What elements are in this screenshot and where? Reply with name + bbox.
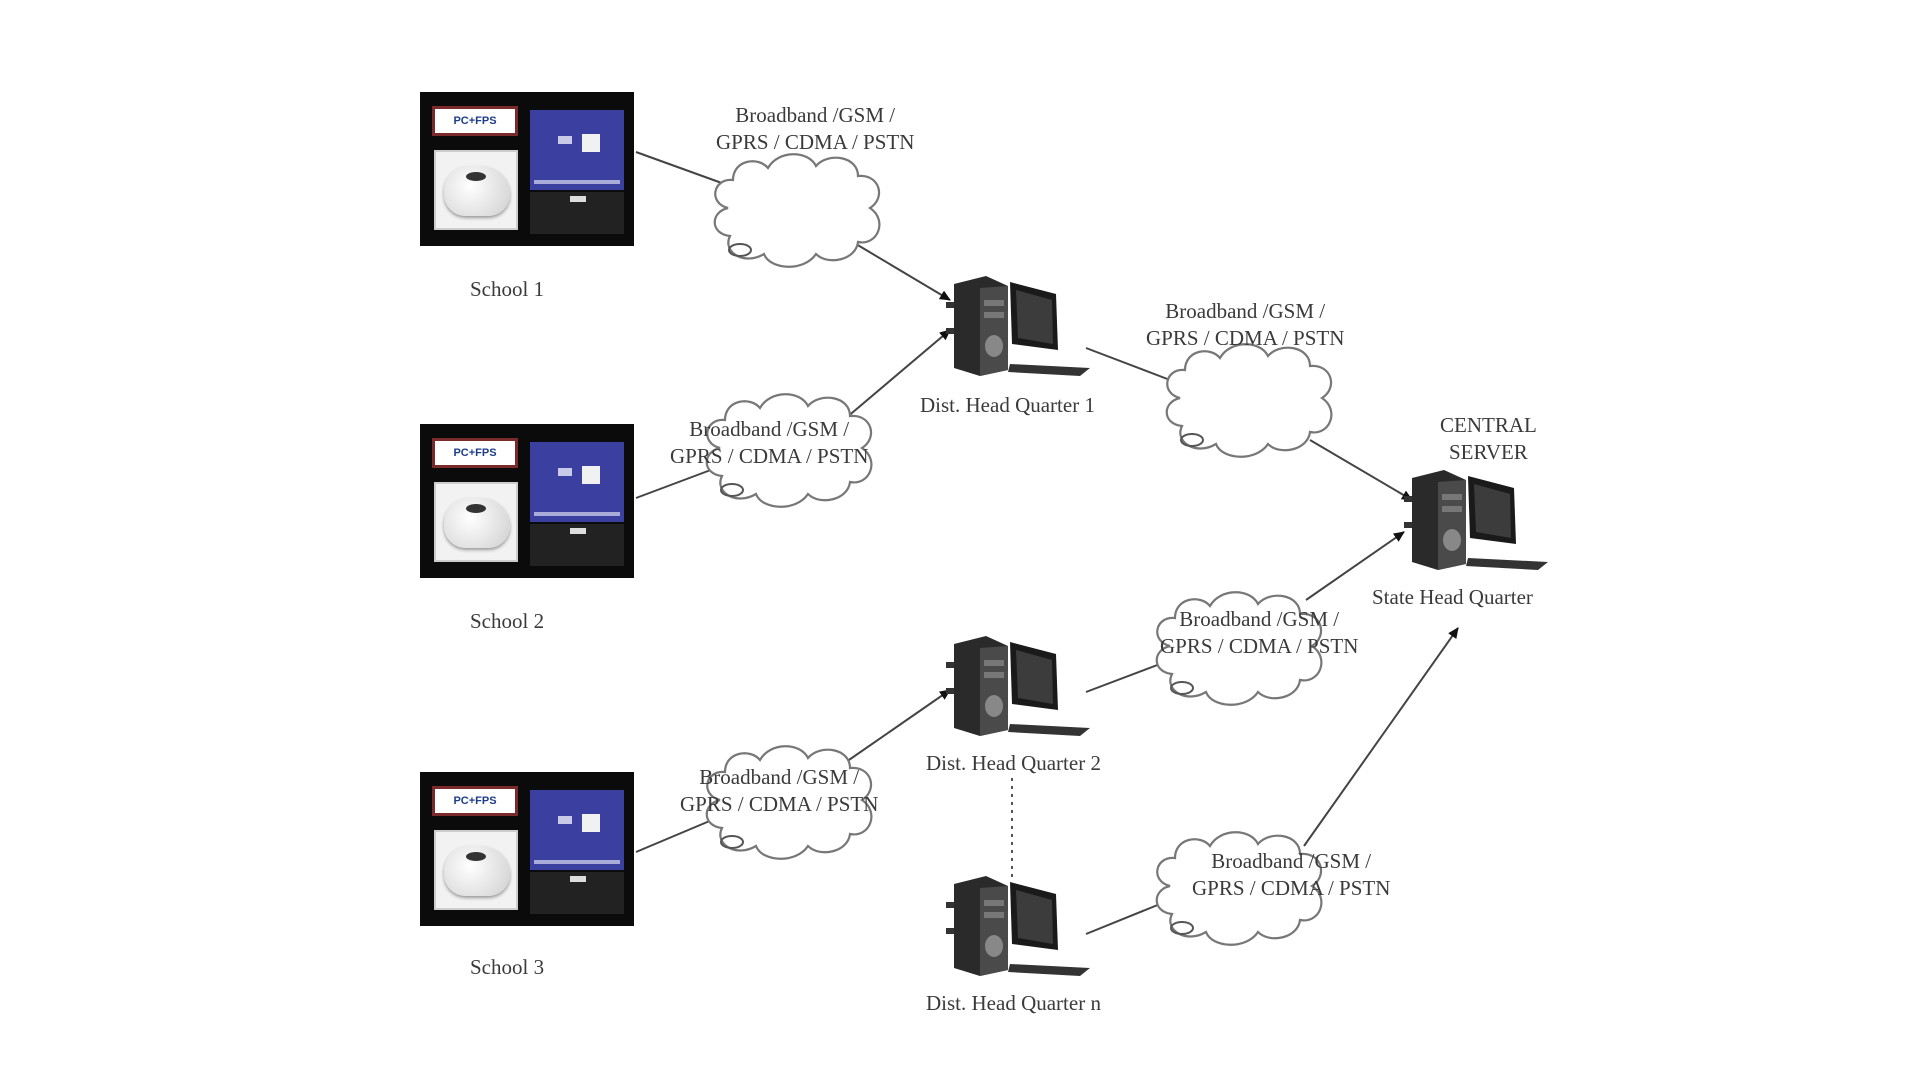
network-label-line2: GPRS / CDMA / PSTN [1146, 326, 1345, 350]
school-2-link [635, 467, 717, 499]
network-label-line1: Broadband /GSM / [735, 103, 896, 127]
central-title-line2: SERVER [1448, 440, 1528, 464]
school-2-label: School 2 [470, 609, 545, 633]
district-hq-1-label: Dist. Head Quarter 1 [920, 393, 1095, 417]
cloud3-to-dhq2-link [845, 689, 951, 763]
network-label-5: Broadband /GSM / GPRS / CDMA / PSTN [1160, 606, 1358, 660]
network-label-line2: GPRS / CDMA / PSTN [716, 130, 915, 154]
district-hq-1-computer-icon [946, 276, 1090, 376]
central-server-computer-icon [1404, 470, 1548, 570]
dhqn-link [1085, 903, 1161, 935]
fingerprint-scanner-icon [434, 830, 518, 910]
network-label-3: Broadband /GSM / GPRS / CDMA / PSTN [680, 764, 878, 818]
cloud2-to-dhq1-link [845, 329, 951, 419]
school-1-label: School 1 [470, 277, 545, 301]
district-hq-n-label: Dist. Head Quarter n [926, 991, 1101, 1015]
network-label-line2: GPRS / CDMA / PSTN [670, 444, 869, 468]
pc-fps-tag: PC+FPS [432, 786, 518, 816]
network-label-line2: GPRS / CDMA / PSTN [1192, 876, 1391, 900]
cloud5-to-state-link [1305, 531, 1405, 601]
monitor-screen-icon [530, 790, 624, 870]
pc-fps-tag: PC+FPS [432, 106, 518, 136]
monitor-screen-icon [530, 110, 624, 190]
network-label-line2: GPRS / CDMA / PSTN [680, 792, 879, 816]
cloud6-to-state-link [1303, 627, 1459, 847]
state-hq-label: State Head Quarter [1372, 585, 1533, 609]
cloud4-to-state-link [1309, 439, 1413, 501]
network-cloud [1165, 343, 1333, 458]
network-label-4: Broadband /GSM / GPRS / CDMA / PSTN [1146, 298, 1344, 352]
central-server-title: CENTRAL SERVER [1440, 412, 1537, 466]
network-label-line1: Broadband /GSM / [1165, 299, 1326, 323]
network-label-line1: Broadband /GSM / [689, 417, 850, 441]
network-label-line1: Broadband /GSM / [1179, 607, 1340, 631]
network-label-2: Broadband /GSM / GPRS / CDMA / PSTN [670, 416, 868, 470]
cloud-to-dhq1-link [855, 243, 951, 301]
school-3-label: School 3 [470, 955, 545, 979]
central-title-line1: CENTRAL [1440, 413, 1537, 437]
network-label-6: Broadband /GSM / GPRS / CDMA / PSTN [1192, 848, 1390, 902]
school-1-link [635, 151, 731, 187]
pc-fps-tag: PC+FPS [432, 438, 518, 468]
school-3-link [635, 819, 713, 853]
network-label-line1: Broadband /GSM / [699, 765, 860, 789]
dhq2-link [1085, 663, 1161, 693]
dhq1-link [1085, 347, 1171, 381]
network-cloud [713, 153, 881, 268]
fingerprint-scanner-icon [434, 482, 518, 562]
network-label-line2: GPRS / CDMA / PSTN [1160, 634, 1359, 658]
fingerprint-scanner-icon [434, 150, 518, 230]
district-hq-n-computer-icon [946, 876, 1090, 976]
school-1-device: PC+FPS [420, 92, 634, 246]
district-hq-2-label: Dist. Head Quarter 2 [926, 751, 1101, 775]
school-2-device: PC+FPS [420, 424, 634, 578]
school-3-device: PC+FPS [420, 772, 634, 926]
network-label-line1: Broadband /GSM / [1211, 849, 1372, 873]
network-label-1: Broadband /GSM / GPRS / CDMA / PSTN [716, 102, 914, 156]
monitor-screen-icon [530, 442, 624, 522]
district-hq-2-computer-icon [946, 636, 1090, 736]
